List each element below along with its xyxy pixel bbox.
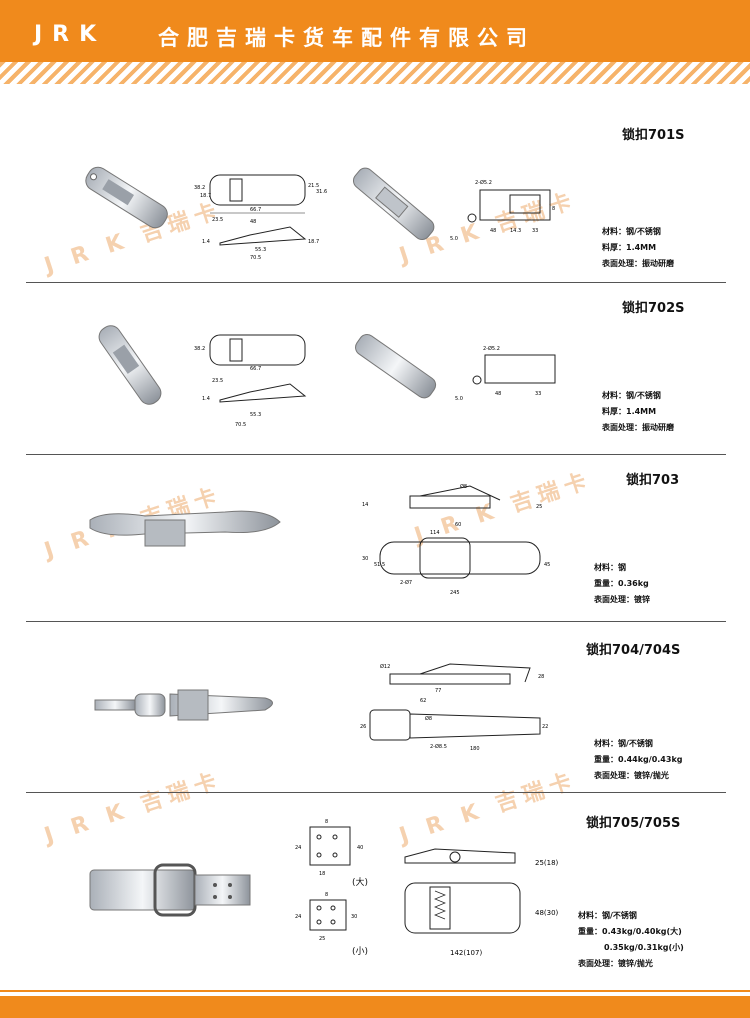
svg-text:22: 22 (542, 724, 548, 730)
svg-text:14.3: 14.3 (510, 228, 521, 234)
footer-bar (0, 996, 750, 1018)
company-name: 合肥吉瑞卡货车配件有限公司 (158, 26, 535, 50)
section-divider (26, 792, 726, 793)
section-title-701s: 锁扣701S (622, 128, 685, 143)
svg-text:31.6: 31.6 (316, 189, 327, 195)
size-label-small: (小) (352, 947, 369, 957)
svg-text:8: 8 (325, 892, 328, 898)
svg-text:66.7: 66.7 (250, 366, 261, 372)
svg-text:70.5: 70.5 (235, 422, 246, 428)
svg-text:55.3: 55.3 (250, 412, 261, 418)
svg-text:48: 48 (490, 228, 496, 234)
svg-text:21.5: 21.5 (308, 183, 319, 189)
svg-text:25(18): 25(18) (535, 859, 559, 867)
specs-703: 材料：钢 重量：0.36kg 表面处理：镀锌 (594, 563, 650, 604)
latch-photo-701s (85, 166, 168, 229)
svg-text:24: 24 (295, 914, 301, 920)
svg-text:2-Ø8.5: 2-Ø8.5 (430, 743, 447, 750)
svg-text:33: 33 (532, 228, 538, 234)
svg-text:25: 25 (536, 504, 542, 510)
drawing-703: 14 Ø8 60 114 25 30 51.5 2-Ø7 245 45 (362, 483, 550, 596)
header-bar: JRK 合肥吉瑞卡货车配件有限公司 (0, 0, 750, 62)
svg-text:48: 48 (250, 219, 256, 225)
latch-photo-701s-angle (352, 167, 435, 240)
specs-702s: 材料：钢/不锈钢 料厚：1.4MM 表面处理：振动研磨 (602, 391, 674, 432)
drawing-705-side-top: 25(18) 48(30) 142(107) (404, 848, 559, 957)
svg-text:28: 28 (538, 674, 544, 680)
drawing-701s-side: 2-Ø5.2 5.0 48 14.3 33 8 (450, 179, 555, 242)
specs-701s: 材料：钢/不锈钢 料厚：1.4MM 表面处理：振动研磨 (602, 227, 674, 268)
drawing-701s-top: 66.7 23.5 48 21.5 31.6 38.2 18.7 70.5 55… (194, 174, 327, 261)
svg-text:8: 8 (325, 819, 328, 825)
section-title-705: 锁扣705/705S (586, 816, 681, 831)
latch-photo-702s (98, 325, 162, 405)
svg-text:14: 14 (362, 502, 368, 508)
drawing-704: Ø12 77 62 28 26 22 Ø8 2-Ø8.5 180 (360, 663, 548, 752)
svg-text:25: 25 (319, 936, 325, 942)
svg-text:18: 18 (319, 871, 325, 877)
svg-text:142(107): 142(107) (450, 949, 482, 957)
latch-photo-702s-angle (355, 334, 437, 399)
svg-text:18.7: 18.7 (308, 239, 319, 245)
section-title-704: 锁扣704/704S (586, 643, 681, 658)
svg-text:62: 62 (420, 698, 426, 704)
svg-text:33: 33 (535, 391, 541, 397)
svg-text:5.0: 5.0 (450, 236, 458, 242)
svg-text:26: 26 (360, 724, 366, 730)
size-label-big: (大) (352, 878, 369, 888)
footer-line (0, 990, 750, 992)
svg-text:48: 48 (495, 391, 501, 397)
svg-text:66.7: 66.7 (250, 207, 261, 213)
latch-photo-705 (89, 863, 251, 917)
specs-704: 材料：钢/不锈钢 重量：0.44kg/0.43kg 表面处理：镀锌/抛光 (594, 739, 683, 780)
svg-text:114: 114 (430, 530, 440, 536)
svg-text:30: 30 (362, 556, 368, 562)
svg-text:30: 30 (351, 914, 357, 920)
drawing-702s-side: 2-Ø5.2 5.0 48 33 (455, 345, 556, 402)
section-divider (26, 282, 726, 283)
svg-text:Ø8: Ø8 (425, 715, 432, 722)
brand-logo: JRK (34, 22, 107, 47)
drawing-705-big: 8 24 18 40 (295, 819, 363, 877)
svg-text:23.5: 23.5 (212, 378, 223, 384)
svg-text:70.5: 70.5 (250, 255, 261, 261)
svg-text:18.7: 18.7 (200, 193, 211, 199)
section-title-703: 锁扣703 (626, 473, 680, 488)
svg-text:1.4: 1.4 (202, 396, 210, 402)
drawing-705-small: 8 24 25 30 (295, 892, 357, 942)
svg-text:24: 24 (295, 845, 301, 851)
svg-text:2-Ø7: 2-Ø7 (400, 579, 412, 586)
section-divider (26, 454, 726, 455)
section-title-702s: 锁扣702S (622, 301, 685, 316)
svg-text:Ø12: Ø12 (380, 663, 390, 670)
svg-text:40: 40 (357, 845, 363, 851)
svg-text:51.5: 51.5 (374, 562, 385, 568)
svg-text:55.3: 55.3 (255, 247, 266, 253)
svg-text:60: 60 (455, 522, 461, 528)
svg-text:5.0: 5.0 (455, 396, 463, 402)
section-divider (26, 621, 726, 622)
svg-text:2-Ø5.2: 2-Ø5.2 (475, 179, 492, 186)
header-stripe (0, 62, 750, 84)
svg-text:23.5: 23.5 (212, 217, 223, 223)
svg-text:38.2: 38.2 (194, 346, 205, 352)
svg-text:2-Ø5.2: 2-Ø5.2 (483, 345, 500, 352)
drawing-702s-top: 66.7 23.5 38.2 55.3 70.5 1.4 (194, 334, 307, 428)
svg-text:245: 245 (450, 590, 460, 596)
svg-text:1.4: 1.4 (202, 239, 210, 245)
latch-photo-703 (89, 510, 281, 547)
watermark: J R K 吉瑞卡 (41, 767, 226, 849)
svg-text:77: 77 (435, 688, 441, 694)
svg-text:Ø8: Ø8 (460, 483, 467, 490)
svg-text:48(30): 48(30) (535, 909, 559, 917)
svg-text:38.2: 38.2 (194, 185, 205, 191)
svg-text:180: 180 (470, 746, 480, 752)
latch-photo-704 (94, 689, 273, 721)
specs-705: 材料：钢/不锈钢 重量：0.43kg/0.40kg(大) 0.35kg/0.31… (578, 911, 684, 968)
svg-text:8: 8 (552, 206, 555, 212)
svg-text:45: 45 (544, 562, 550, 568)
